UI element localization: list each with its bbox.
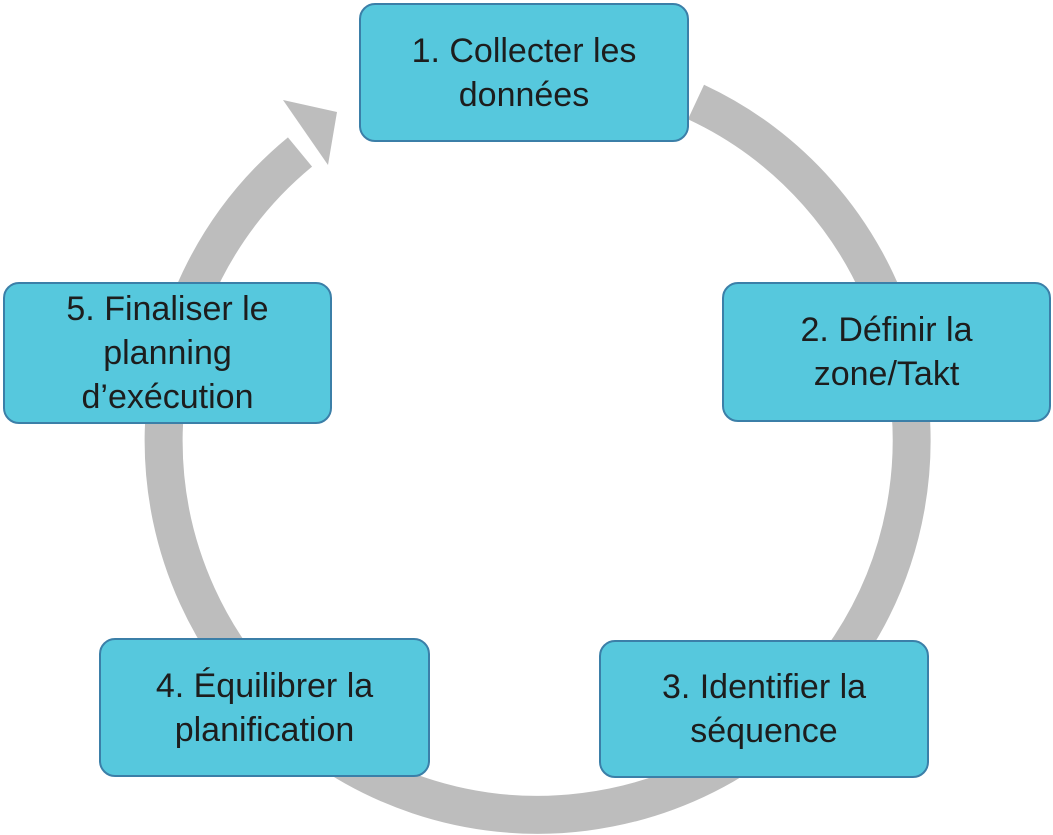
step-3-label: 3. Identifier la séquence (661, 668, 867, 750)
step-2-label: 2. Définir la zone/Takt (800, 311, 973, 393)
step-2-box: 2. Définir la zone/Takt (722, 282, 1051, 422)
step-1-box: 1. Collecter les données (359, 3, 689, 142)
cycle-arrowhead-icon (283, 100, 337, 165)
step-5-box: 5. Finaliser le planning d’exécution (3, 282, 332, 424)
step-4-label: 4. Équilibrer la planification (155, 666, 374, 749)
step-1-label: 1. Collecter les données (411, 31, 637, 114)
step-4-box: 4. Équilibrer la planification (99, 638, 430, 777)
step-3-box: 3. Identifier la séquence (599, 640, 929, 778)
step-5-label: 5. Finaliser le planning d’exécution (66, 290, 269, 416)
